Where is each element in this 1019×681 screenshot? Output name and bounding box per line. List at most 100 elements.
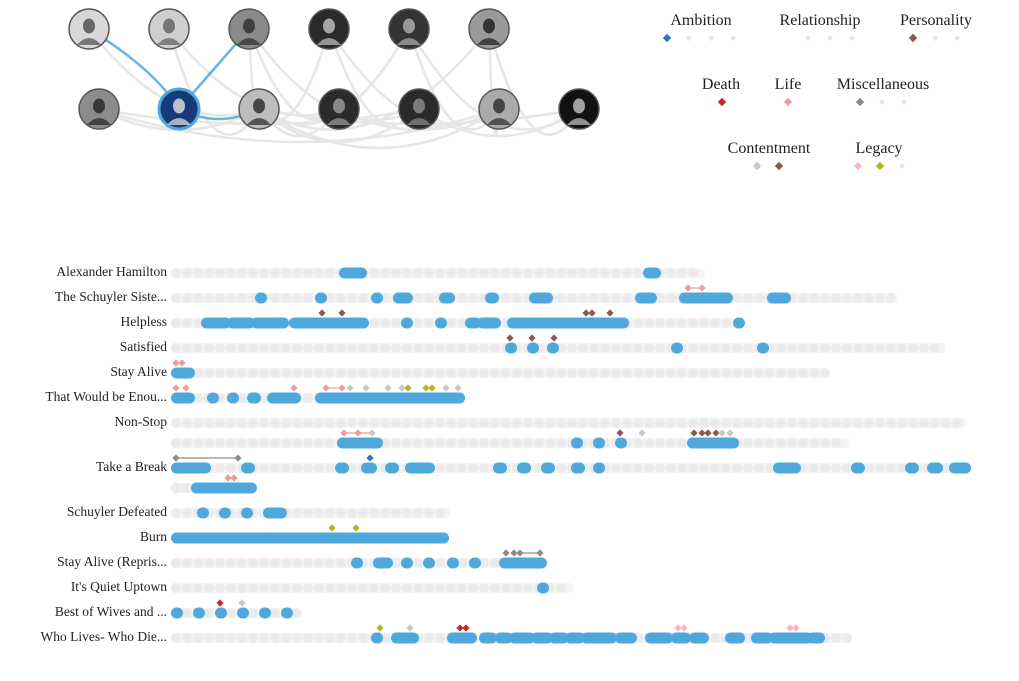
lyric-segment-highlight[interactable] [267,392,301,404]
character-11-node[interactable] [398,88,440,130]
song-label-non-stop[interactable]: Non-Stop [114,414,167,429]
lyric-segment-highlight[interactable] [171,607,183,619]
lyric-segment-highlight[interactable] [339,267,367,279]
lyric-segment-highlight[interactable] [757,342,769,354]
lyric-segment-highlight[interactable] [527,342,539,354]
song-timeline-track[interactable] [171,418,966,428]
theme-marker-life[interactable] [230,474,238,482]
lyric-segment-highlight[interactable] [171,367,195,379]
song-label-stay-alive[interactable]: Stay Alive [110,364,167,379]
lyric-segment-highlight[interactable] [263,507,287,519]
lyric-segment-highlight[interactable] [391,632,419,644]
lyric-segment-highlight[interactable] [371,632,383,644]
theme-marker-miscellaneous[interactable] [172,454,180,462]
lyric-segment-highlight[interactable] [215,607,227,619]
character-4-node[interactable] [308,8,350,50]
lyric-segment-highlight[interactable] [361,462,377,474]
theme-marker-personality[interactable] [582,309,590,317]
character-6-node[interactable] [468,8,510,50]
song-label-best-of-wives[interactable]: Best of Wives and ... [54,604,167,619]
lyric-segment-highlight[interactable] [171,462,211,474]
theme-marker-faint[interactable] [954,35,960,41]
lyric-segment-highlight[interactable] [615,632,637,644]
lyric-segment-highlight[interactable] [193,607,205,619]
theme-marker-faint[interactable] [849,35,855,41]
lyric-segment-highlight[interactable] [769,632,813,644]
lyric-segment-highlight[interactable] [689,632,709,644]
lyric-segment-highlight[interactable] [447,632,477,644]
lyric-segment-highlight[interactable] [401,317,413,329]
song-timeline-track[interactable] [171,429,850,449]
theme-marker-contentment[interactable] [362,384,370,392]
theme-marker-life[interactable] [354,429,362,437]
theme-marker-legacy_pink[interactable] [674,624,682,632]
theme-marker-contentment[interactable] [442,384,450,392]
lyric-segment-highlight[interactable] [435,317,447,329]
song-timeline-track[interactable] [171,624,852,644]
song-label-helpless[interactable]: Helpless [120,314,168,329]
song-timeline-track[interactable] [171,284,897,304]
theme-marker-personality[interactable] [712,429,720,437]
lyric-segment-highlight[interactable] [227,317,255,329]
lyric-segment-highlight[interactable] [201,317,231,329]
lyric-segment-highlight[interactable] [351,557,363,569]
lyric-segment-highlight[interactable] [237,607,249,619]
theme-marker-faint[interactable] [879,99,885,105]
theme-marker-miscellaneous[interactable] [234,454,242,462]
lyric-segment-highlight[interactable] [439,292,455,304]
lyric-segment-highlight[interactable] [549,632,569,644]
lyric-segment-highlight[interactable] [227,392,239,404]
lyric-segment-highlight[interactable] [255,292,267,304]
theme-marker-contentment[interactable] [384,384,392,392]
theme-marker-life[interactable] [340,429,348,437]
lyric-segment-highlight[interactable] [565,632,585,644]
lyric-segment-highlight[interactable] [219,507,231,519]
song-label-its-quiet-uptown[interactable]: It's Quiet Uptown [70,579,167,594]
lyric-segment-highlight[interactable] [259,607,271,619]
lyric-segment-highlight[interactable] [477,317,501,329]
lyric-segment-highlight[interactable] [767,292,791,304]
song-timeline-track[interactable] [171,309,745,329]
lyric-segment-highlight[interactable] [479,632,497,644]
theme-marker-contentment[interactable] [718,429,726,437]
theme-marker-faint[interactable] [827,35,833,41]
lyric-segment-highlight[interactable] [371,292,383,304]
theme-marker-ambition[interactable] [366,454,374,462]
lyric-segment-highlight[interactable] [469,557,481,569]
theme-marker-faint[interactable] [730,35,736,41]
lyric-segment-highlight[interactable] [531,632,553,644]
lyric-segment-highlight[interactable] [807,632,825,644]
character-13-node[interactable] [558,88,600,130]
theme-marker-legacy[interactable] [428,384,436,392]
theme-marker-contentment[interactable] [238,599,246,607]
lyric-segment-highlight[interactable] [241,507,253,519]
theme-miscellaneous-label[interactable]: Miscellaneous [836,76,930,93]
character-9-node[interactable] [238,88,280,130]
lyric-segment-highlight[interactable] [251,317,289,329]
lyric-segment-highlight[interactable] [465,317,481,329]
lyric-segment-highlight[interactable] [593,437,605,449]
theme-life-label[interactable]: Life [774,76,802,93]
lyric-segment-highlight[interactable] [241,462,255,474]
character-10-node[interactable] [318,88,360,130]
lyric-segment-highlight[interactable] [679,292,733,304]
lyric-segment-highlight[interactable] [751,632,773,644]
theme-marker-life[interactable] [338,384,346,392]
theme-marker-miscellaneous[interactable] [536,549,544,557]
lyric-segment-highlight[interactable] [541,462,555,474]
song-label-alexander-hamilton[interactable]: Alexander Hamilton [56,264,167,279]
character-3-node[interactable] [228,8,270,50]
theme-marker-contentment[interactable] [368,429,376,437]
song-label-stay-alive-reprise[interactable]: Stay Alive (Repris... [57,554,167,569]
theme-legacy-label[interactable]: Legacy [855,140,903,157]
theme-marker-faint[interactable] [805,35,811,41]
lyric-segment-highlight[interactable] [537,582,549,594]
theme-ambition-label[interactable]: Ambition [670,12,732,29]
character-2-node[interactable] [148,8,190,50]
theme-marker-life[interactable] [322,384,330,392]
lyric-segment-highlight[interactable] [281,607,293,619]
theme-marker-miscellaneous[interactable] [510,549,518,557]
theme-marker-life[interactable] [172,384,180,392]
lyric-segment-highlight[interactable] [635,292,657,304]
theme-marker-legacy[interactable] [422,384,430,392]
